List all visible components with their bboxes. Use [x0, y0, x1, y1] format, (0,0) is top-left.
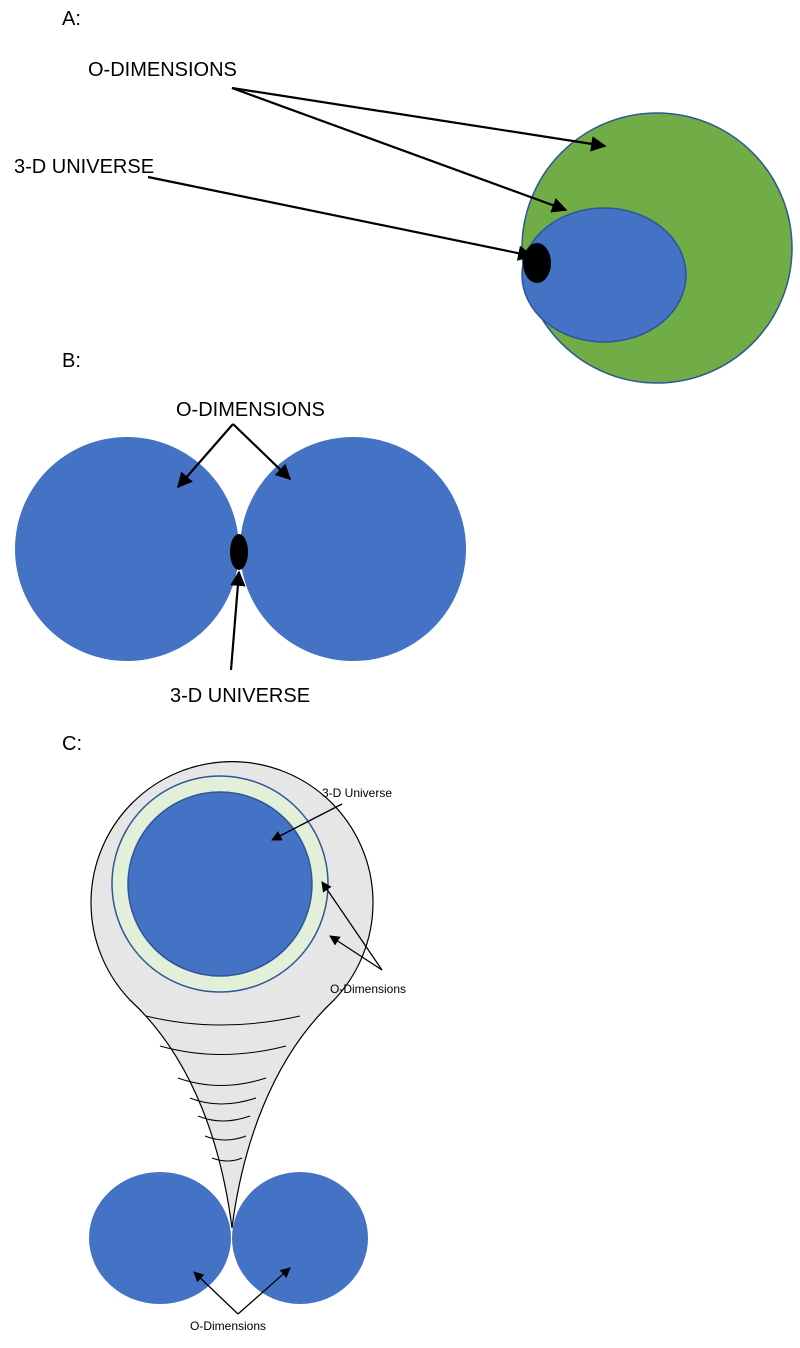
bottom-left-blue-circle [89, 1172, 231, 1304]
panel-c: C: 3-D Universe O-Dimensions O-Dimension… [62, 733, 406, 1333]
panel-b-label: B: [62, 350, 81, 372]
arrow-c-to-funnel [329, 935, 383, 971]
panel-c-o-dimensions-bottom-label: O-Dimensions [190, 1319, 266, 1333]
panel-a-label: A: [62, 8, 81, 30]
left-blue-circle-b [15, 437, 239, 661]
funnel-ring [145, 1015, 301, 1026]
right-blue-circle-b [240, 437, 466, 661]
bottom-right-blue-circle [232, 1172, 368, 1304]
arrow-c-to-ring [321, 881, 383, 971]
panel-b: B: O-DIMENSIONS 3-D UNIVERSE [15, 350, 466, 707]
funnel-ring [159, 1045, 287, 1055]
funnel-ring [197, 1115, 251, 1122]
panel-a-universe-label: 3-D UNIVERSE [14, 156, 154, 178]
arrow-a-to-universe [147, 175, 534, 261]
panel-c-label: C: [62, 733, 82, 755]
panel-a: A: O-DIMENSIONS 3-D UNIVERSE [14, 8, 793, 384]
universe-dot-a [523, 243, 551, 283]
panel-c-universe-label: 3-D Universe [322, 786, 392, 800]
arrow-a-to-green [231, 86, 607, 152]
inner-blue-ellipse [521, 207, 687, 343]
funnel-ring [177, 1077, 267, 1086]
funnel-ring [189, 1097, 257, 1105]
panel-b-universe-label: 3-D UNIVERSE [170, 685, 310, 707]
funnel-ring [204, 1135, 247, 1141]
panel-a-o-dimensions-label: O-DIMENSIONS [88, 59, 237, 81]
panel-b-o-dimensions-label: O-DIMENSIONS [176, 399, 325, 421]
arrow-a-to-blue [231, 86, 568, 213]
funnel-ring [211, 1157, 243, 1162]
arrow-c-to-universe [271, 803, 343, 841]
panel-c-o-dimensions-side-label: O-Dimensions [330, 982, 406, 996]
inner-blue-circle-c [127, 791, 313, 977]
arrow-c-to-bottom-left [193, 1271, 239, 1315]
universe-dot-b [230, 534, 248, 570]
arrow-b-to-left [176, 423, 234, 489]
arrow-b-to-universe [229, 570, 246, 671]
arrow-c-to-bottom-right [237, 1267, 291, 1315]
arrow-b-to-right [232, 423, 292, 481]
